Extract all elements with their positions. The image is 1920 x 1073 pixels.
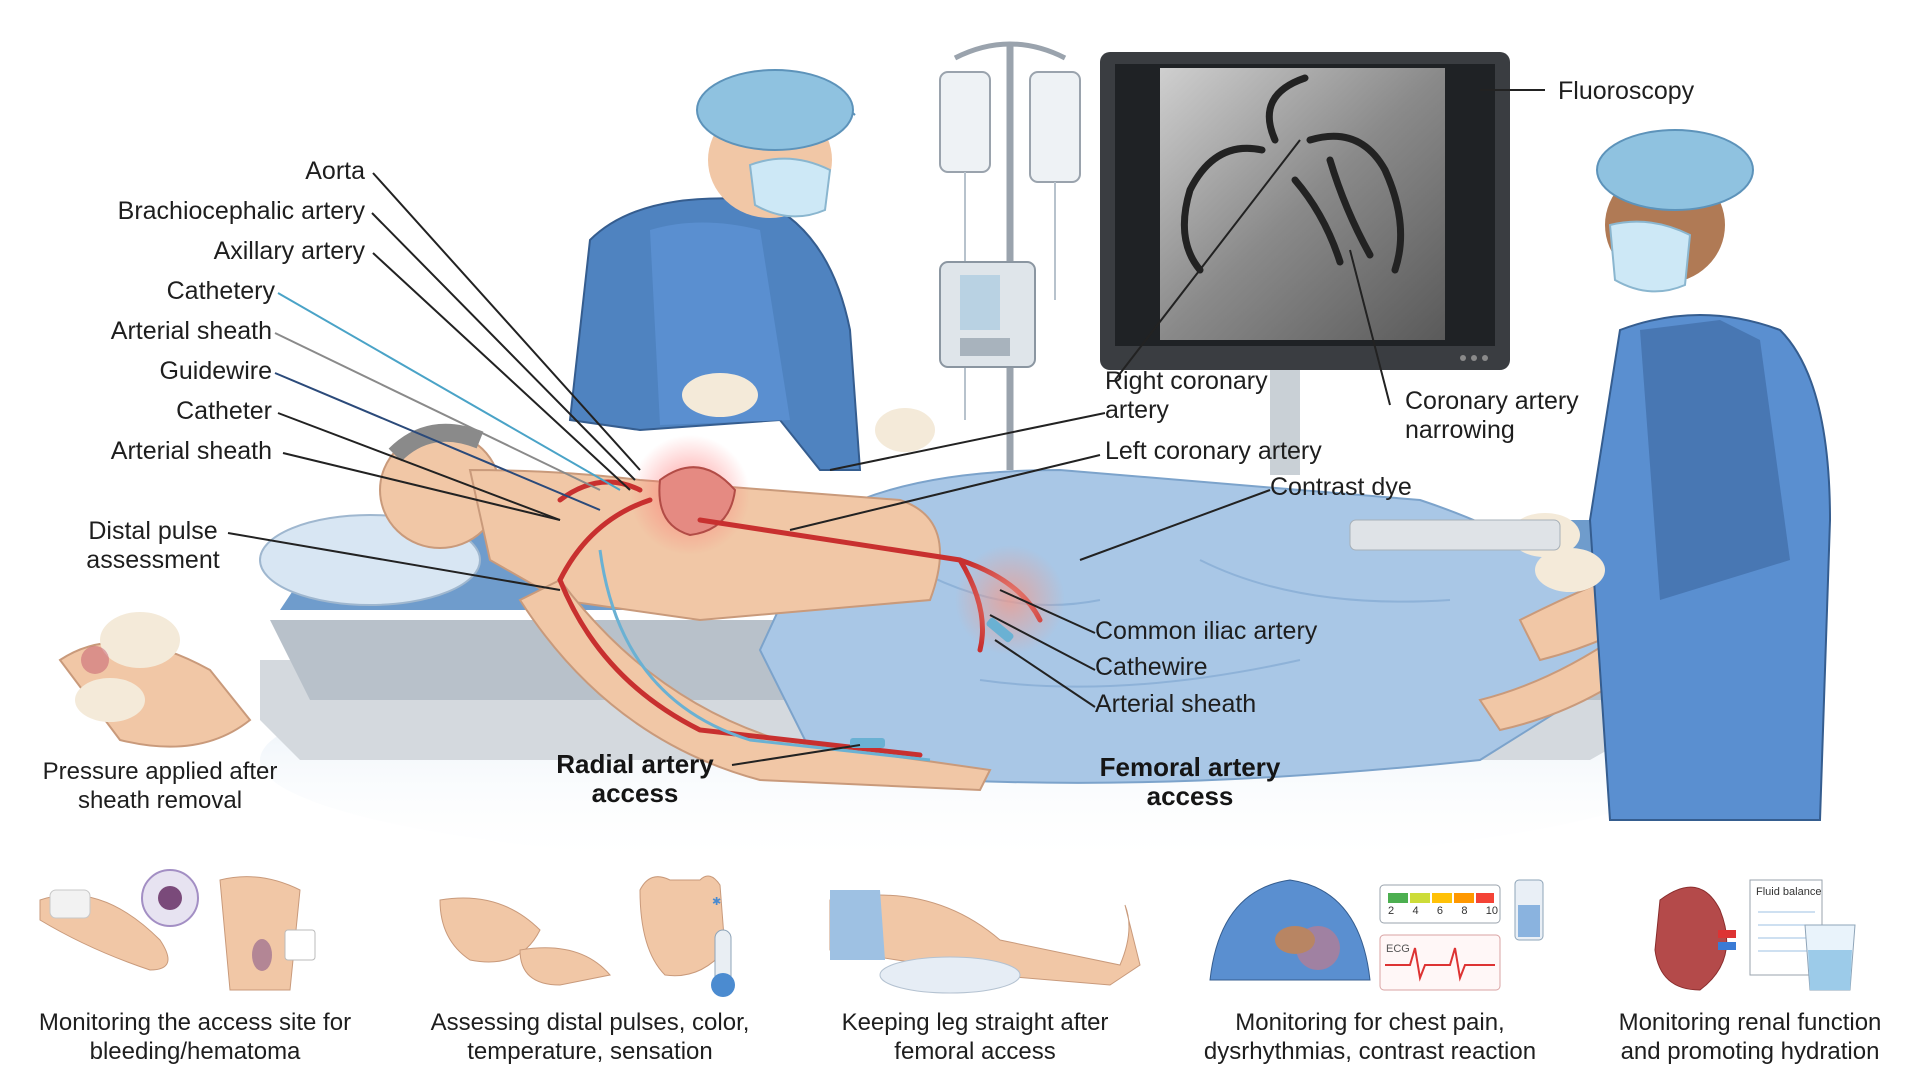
label-brachiocephalic-artery: Brachiocephalic artery	[117, 197, 365, 225]
femoral-sheath	[986, 617, 1014, 643]
panel-4-illustration	[1209, 879, 1544, 991]
scale-tick: 10	[1485, 905, 1498, 917]
label-right-coronary-artery: Right coronary artery	[1105, 367, 1268, 424]
label-fluoroscopy: Fluoroscopy	[1558, 77, 1695, 105]
label-aorta: Aorta	[305, 157, 365, 185]
caption-access-site-monitoring: Monitoring the access site for bleeding/…	[38, 1009, 352, 1065]
pressure-inset	[58, 612, 252, 748]
scale-tick: 4	[1412, 905, 1419, 917]
scale-row: 2 4 6 8 10	[1388, 905, 1498, 917]
scale-tick: 6	[1436, 905, 1443, 917]
physician	[568, 69, 935, 471]
caption-renal-function: Monitoring renal function and promoting …	[1618, 1009, 1882, 1065]
label-cathetery: Cathetery	[166, 277, 275, 305]
caption-distal-pulse-assessment: Assessing distal pulses, color, temperat…	[430, 1009, 750, 1065]
label-contrast-dye: Contrast dye	[1270, 473, 1412, 501]
panel-2-illustration: ✱	[439, 875, 735, 997]
fluoroscopy-monitor	[1100, 52, 1510, 475]
panel-1-illustration	[39, 869, 316, 991]
scale-tick: 2	[1388, 905, 1395, 917]
label-axillary-artery: Axillary artery	[213, 237, 365, 265]
ecg-label: ECG	[1386, 943, 1410, 955]
nurse	[1349, 129, 1832, 821]
artery-network	[557, 435, 1065, 758]
leader-lines	[227, 89, 1545, 766]
label-radial-artery-access: Radial artery access	[556, 749, 714, 808]
label-coronary-artery-narrowing: Coronary artery narrowing	[1405, 387, 1579, 444]
label-arterial-sheath-upper: Arterial sheath	[110, 317, 272, 345]
panel-3-illustration	[829, 890, 1141, 994]
label-arterial-sheath-lower: Arterial sheath	[110, 437, 272, 465]
caption-keep-leg-straight: Keeping leg straight after femoral acces…	[841, 1009, 1109, 1065]
label-distal-pulse-assessment: Distal pulse assessment	[86, 517, 220, 574]
label-common-iliac-artery: Common iliac artery	[1095, 617, 1318, 645]
svg-text:✱: ✱	[712, 896, 721, 908]
fluid-balance-label: Fluid balance	[1756, 886, 1822, 898]
label-guidewire: Guidewire	[159, 357, 272, 385]
label-cathewire: Cathewire	[1095, 653, 1208, 681]
panel-5-illustration	[1654, 879, 1856, 991]
label-femoral-artery-access: Femoral artery access	[1099, 752, 1281, 811]
scale-tick: 8	[1461, 905, 1468, 917]
caption-chest-pain-monitoring: Monitoring for chest pain, dysrhythmias,…	[1203, 1009, 1537, 1065]
iv-pole	[939, 41, 1081, 470]
label-arterial-sheath-femoral: Arterial sheath	[1095, 690, 1257, 718]
catheter-line	[598, 549, 931, 762]
label-pressure-applied: Pressure applied after sheath removal	[42, 758, 278, 814]
label-catheter: Catheter	[176, 397, 272, 425]
label-left-coronary-artery: Left coronary artery	[1105, 437, 1322, 465]
